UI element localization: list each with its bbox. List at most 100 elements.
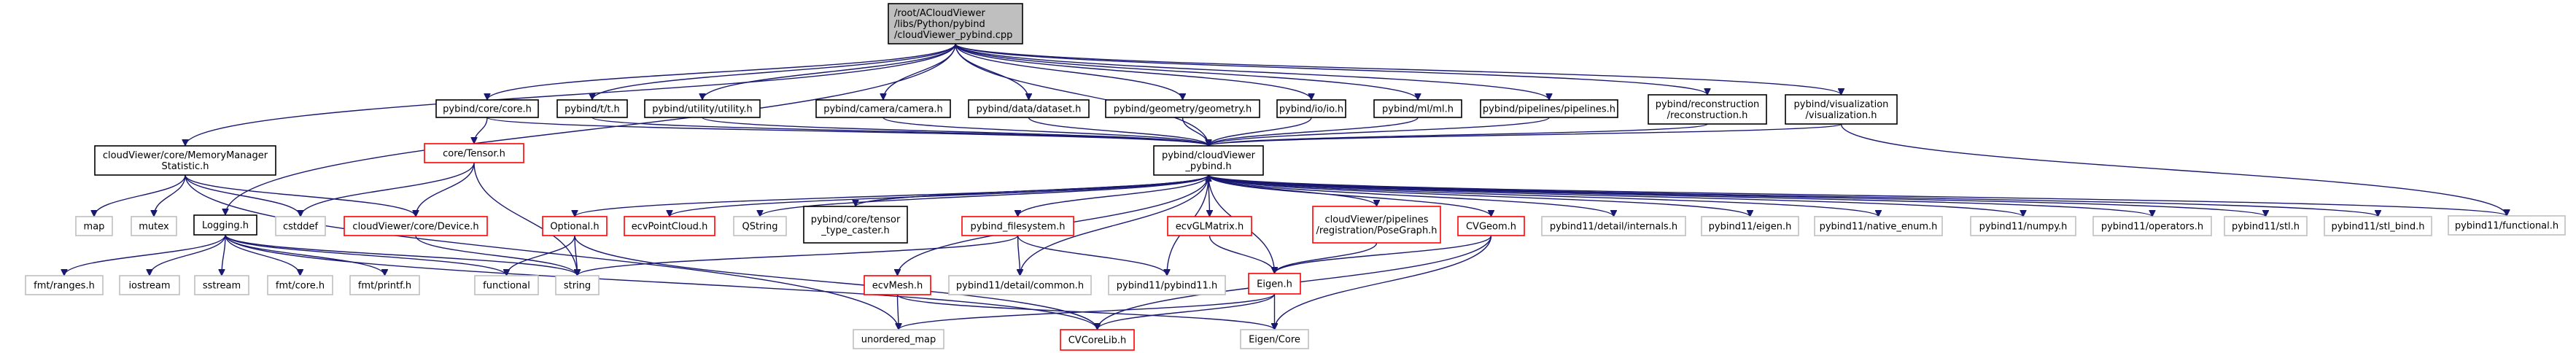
node-cvpybind[interactable]: pybind/cloudViewer_pybind.h (1153, 145, 1264, 176)
node-eigenh[interactable]: Eigen.h (1248, 273, 1301, 295)
edge-tcaster-to-cvpybind (855, 174, 1209, 207)
node-box (1541, 216, 1686, 236)
edge-tensor-to-string (473, 162, 578, 276)
node-label: /reconstruction.h (1667, 110, 1748, 121)
edge-logging-to-fmtcore (225, 234, 300, 276)
node-functional: functional (474, 275, 539, 295)
node-box (1373, 99, 1462, 118)
node-camera[interactable]: pybind/camera/camera.h (815, 99, 951, 118)
node-box (1785, 94, 1898, 125)
node-box (267, 275, 333, 295)
node-nativeenum: pybind11/native_enum.h (1814, 216, 1943, 236)
node-label: pybind_filesystem.h (971, 222, 1066, 233)
node-utility[interactable]: pybind/utility/utility.h (644, 99, 761, 118)
node-root[interactable]: /root/ACloudViewer/libs/Python/pybind/cl… (888, 3, 1023, 44)
edge-mms-to-umap (185, 174, 899, 330)
edge-tensor-to-device (416, 162, 475, 217)
node-label: pybind/pipelines/pipelines.h (1483, 104, 1615, 115)
edge-cvpybind-to-ecvpc (670, 174, 1209, 217)
node-box (1312, 206, 1441, 244)
edge-pyfs-to-string (578, 235, 1019, 276)
node-geometry[interactable]: pybind/geometry/geometry.h (1105, 99, 1260, 118)
node-label: ecvGLMatrix.h (1176, 222, 1244, 233)
node-ml[interactable]: pybind/ml/ml.h (1373, 99, 1462, 118)
node-label: iostream (128, 281, 170, 292)
node-label: pybind11/stl.h (2232, 222, 2300, 233)
node-label: /cloudViewer_pybind.cpp (894, 30, 1012, 41)
edge-utility-to-cvpybind (702, 117, 1209, 147)
node-core[interactable]: pybind/core/core.h (435, 99, 539, 118)
node-box (556, 99, 628, 118)
node-operators: pybind11/operators.h (2092, 216, 2212, 236)
node-label: fmt/core.h (276, 281, 325, 292)
node-box (644, 99, 761, 118)
node-glmatrix[interactable]: ecvGLMatrix.h (1167, 216, 1252, 236)
edge-mms-to-map (94, 174, 186, 217)
node-tensor[interactable]: core/Tensor.h (424, 143, 524, 163)
node-io[interactable]: pybind/io/io.h (1276, 99, 1346, 118)
node-label: QString (742, 222, 777, 233)
edge-pipelines-to-cvpybind (1209, 117, 1550, 147)
node-label: ecvPointCloud.h (632, 222, 708, 233)
edge-pyfs-to-common (1018, 235, 1020, 276)
node-box (2092, 216, 2212, 236)
node-box (803, 206, 908, 244)
edge-cvpybind-to-nativeenum (1208, 174, 1879, 217)
edge-core-to-cvpybind (486, 117, 1209, 147)
edge-cvpybind-to-stlbind (1208, 174, 2378, 217)
node-label: fmt/printf.h (358, 281, 411, 292)
node-box (1153, 145, 1264, 176)
node-pipelines[interactable]: pybind/pipelines/pipelines.h (1480, 99, 1618, 118)
edge-pyfs-to-pybind11 (1017, 235, 1168, 276)
node-tcaster[interactable]: pybind/core/tensor_type_caster.h (803, 206, 908, 244)
node-box (344, 216, 488, 236)
node-optional[interactable]: Optional.h (542, 216, 608, 236)
edge-cvpybind-to-qstring (760, 174, 1209, 217)
node-mms[interactable]: cloudViewer/core/MemoryManagerStatistic.… (94, 145, 276, 176)
node-corelib[interactable]: CVCoreLib.h (1060, 329, 1135, 351)
node-box (474, 275, 539, 295)
node-posegraph[interactable]: cloudViewer/pipelines/registration/PoseG… (1312, 206, 1441, 244)
node-label: map (84, 222, 105, 233)
node-box (853, 329, 944, 349)
edge-cvpybind-to-pyfs (1018, 174, 1209, 217)
node-box (435, 99, 539, 118)
node-box (1701, 216, 1799, 236)
edge-ml-to-cvpybind (1209, 117, 1419, 147)
node-box (968, 99, 1090, 118)
node-label: CVCoreLib.h (1068, 335, 1127, 346)
node-label: pybind11/numpy.h (1979, 222, 2068, 233)
edge-root-to-core (487, 43, 956, 101)
node-ecvpc[interactable]: ecvPointCloud.h (624, 216, 715, 236)
node-ecvmesh[interactable]: ecvMesh.h (864, 275, 931, 295)
node-visualization[interactable]: pybind/visualization/visualization.h (1785, 94, 1898, 125)
node-device[interactable]: cloudViewer/core/Device.h (344, 216, 488, 236)
node-box (1970, 216, 2076, 236)
node-cvgeom[interactable]: CVGeom.h (1457, 216, 1525, 236)
node-label: pybind11/detail/common.h (956, 281, 1084, 292)
edge-logging-to-functional (225, 234, 507, 276)
node-box (1105, 99, 1260, 118)
edge-root-to-logging (225, 43, 956, 215)
node-label: pybind/visualization (1794, 99, 1889, 110)
node-label: /root/ACloudViewer (894, 8, 985, 19)
node-box (1276, 99, 1346, 118)
node-reconstruction[interactable]: pybind/reconstruction/reconstruction.h (1648, 94, 1767, 125)
node-label: fmt/ranges.h (34, 281, 95, 292)
node-t[interactable]: pybind/t/t.h (556, 99, 628, 118)
node-box (94, 145, 276, 176)
node-logging[interactable]: Logging.h (193, 214, 257, 236)
edge-logging-to-sstream (222, 234, 226, 276)
node-pyfs[interactable]: pybind_filesystem.h (961, 216, 1074, 236)
edge-visualization-to-cvpybind (1209, 123, 1842, 147)
node-dataset[interactable]: pybind/data/dataset.h (968, 99, 1090, 118)
edge-logging-to-ranges (64, 234, 226, 276)
edge-t-to-cvpybind (591, 117, 1209, 147)
node-label: Eigen/Core (1249, 335, 1300, 346)
edge-reconstruction-to-cvpybind (1209, 123, 1708, 147)
node-box (1108, 275, 1226, 295)
node-box (25, 275, 104, 295)
edge-mms-to-mutex (154, 174, 186, 217)
edge-tensor-to-cstddef (300, 162, 475, 217)
node-label: pybind/data/dataset.h (977, 104, 1082, 115)
